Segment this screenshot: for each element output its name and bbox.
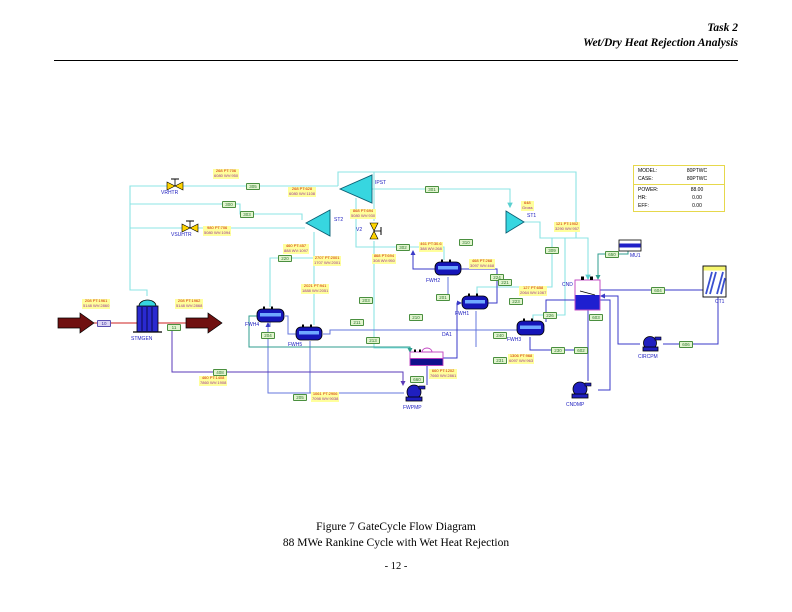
steam-lines bbox=[129, 171, 591, 349]
model-case-section: MODEL: 80PTWC CASE: 80PTWC bbox=[633, 165, 725, 185]
caption-line1: Figure 7 GateCycle Flow Diagram bbox=[316, 521, 476, 533]
stmgen-vessel bbox=[133, 299, 162, 333]
gas-inlet-arrow bbox=[57, 312, 95, 334]
fwh1-heater bbox=[461, 293, 489, 310]
fwh5-heater bbox=[295, 324, 323, 341]
makeup-line-left bbox=[248, 315, 413, 353]
figure-caption: Figure 7 GateCycle Flow Diagram 88 MWe R… bbox=[0, 519, 792, 551]
caption-line2: 88 MWe Rankine Cycle with Wet Heat Rejec… bbox=[282, 537, 510, 550]
model-value: 80PTWC bbox=[686, 168, 708, 174]
case-value: 80PTWC bbox=[686, 176, 708, 182]
eff-value: 0.00 bbox=[692, 203, 702, 209]
mu1-tank bbox=[618, 239, 642, 252]
st1-turbine bbox=[505, 210, 525, 234]
cnd-condenser bbox=[574, 276, 601, 311]
da1-deaerator bbox=[409, 347, 444, 366]
page-header: Task 2 Wet/Dry Heat Rejection Analysis bbox=[583, 21, 738, 51]
blowdown-line bbox=[171, 331, 406, 386]
v2-valve bbox=[369, 222, 382, 240]
gas-outlet-arrow bbox=[185, 312, 223, 334]
model-info-box: MODEL: 80PTWC CASE: 80PTWC POWER: 88.00 HR:… bbox=[633, 165, 725, 212]
hr-value: 0.00 bbox=[692, 195, 702, 201]
makeup-line-mu1 bbox=[595, 251, 629, 280]
header-title: Wet/Dry Heat Rejection Analysis bbox=[583, 36, 738, 49]
fwh3-heater bbox=[516, 318, 545, 336]
vrhtr-valve bbox=[166, 178, 184, 191]
power-label: POWER: bbox=[638, 187, 659, 193]
case-label: CASE: bbox=[638, 176, 654, 182]
circpm-pump bbox=[642, 336, 662, 352]
vsuhtr-valve bbox=[181, 220, 199, 233]
header-task: Task 2 bbox=[707, 22, 738, 34]
fwh2-heater bbox=[434, 259, 462, 276]
fwh4-heater bbox=[256, 306, 285, 323]
page-number: - 12 - bbox=[384, 561, 408, 572]
cndmp-pump bbox=[571, 381, 592, 399]
header-rule bbox=[54, 60, 738, 61]
fwpmp-pump bbox=[405, 384, 426, 402]
eff-label: EFF: bbox=[638, 203, 649, 209]
water-lines bbox=[265, 250, 719, 394]
model-label: MODEL: bbox=[638, 168, 658, 174]
hr-label: HR: bbox=[638, 195, 647, 201]
results-section: POWER: 88.00 HR: 0.00 EFF: 0.00 bbox=[633, 184, 725, 212]
st2-turbine bbox=[305, 209, 331, 237]
ipst-turbine bbox=[338, 174, 373, 204]
ct1-cooling-tower bbox=[702, 265, 727, 298]
gas-path bbox=[57, 312, 223, 334]
power-value: 88.00 bbox=[690, 187, 704, 193]
